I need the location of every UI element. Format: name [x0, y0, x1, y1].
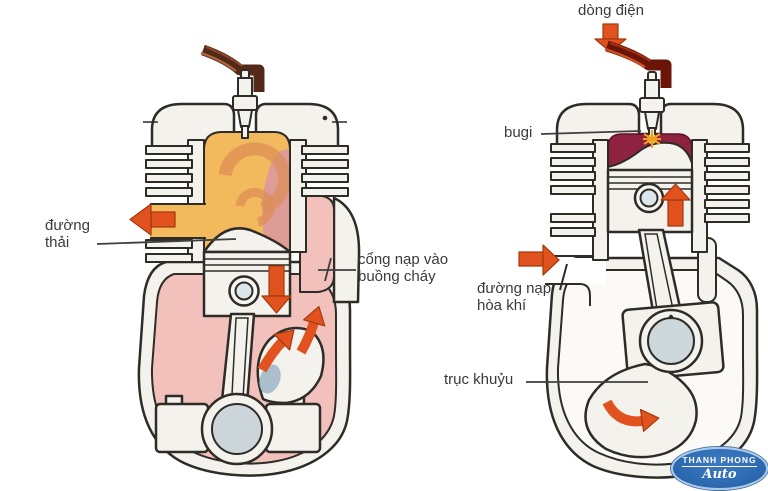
right-engine: [518, 23, 759, 479]
left-engine: [129, 44, 361, 477]
brand-logo-name: THANH PHONG: [682, 455, 757, 467]
label-exhaust-port: đường thải: [45, 217, 90, 252]
piston-crown: [202, 227, 292, 254]
mixture-intake-arrow-icon: [518, 244, 560, 276]
combustion-chamber: [203, 131, 292, 253]
transfer-passage-wall: [332, 196, 361, 304]
leader-lines: [96, 130, 648, 383]
spark-flash-icon: [643, 130, 661, 148]
spark-plug: [639, 71, 665, 141]
label-mixture-intake: đường nạp hòa khí: [477, 280, 552, 315]
label-electric-current: dòng điện: [578, 2, 644, 19]
brand-logo: THANH PHONG Auto: [671, 447, 768, 490]
ignition-wire: [604, 40, 672, 88]
brand-logo-subname: Auto: [702, 467, 737, 482]
cooling-fins: [145, 139, 349, 263]
transfer-flow-arrow-icon: [257, 329, 295, 373]
transfer-flow-arrow2-icon: [296, 305, 326, 355]
cooling-fins: [550, 139, 750, 261]
ignition-wire: [200, 44, 265, 92]
spark-plug: [232, 69, 258, 139]
transfer-passage: [299, 195, 335, 293]
label-crankshaft: trục khuỷu: [444, 371, 514, 388]
piston-up-arrow-icon: [660, 183, 691, 227]
label-spark-plug: bugi: [504, 124, 533, 141]
exhaust-flow-arrow-icon: [129, 203, 176, 236]
label-intake-to-combustion: cổng nạp vào buồng cháy: [358, 251, 449, 286]
crankshaft: [154, 392, 322, 466]
piston-down-arrow-icon: [261, 265, 292, 314]
crank-rotation-arrow-icon: [602, 399, 660, 432]
